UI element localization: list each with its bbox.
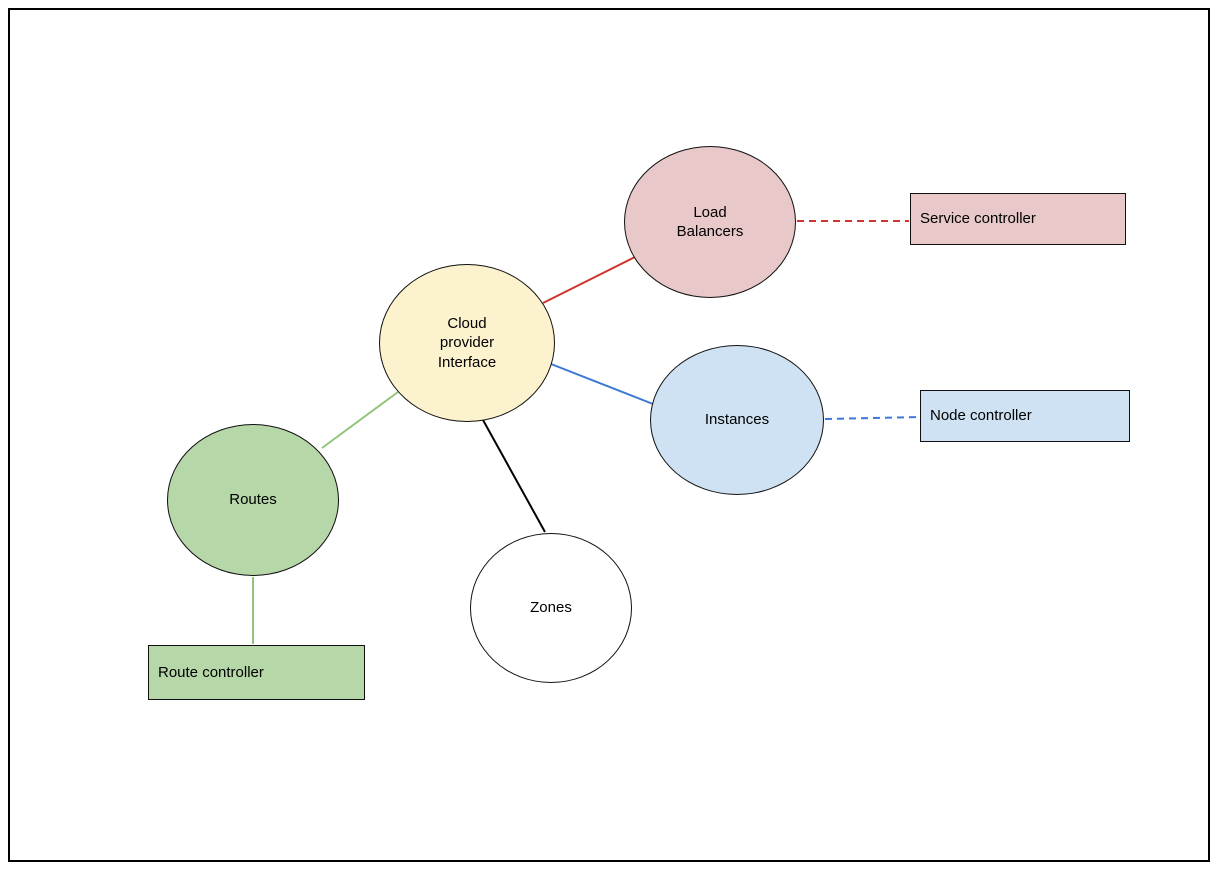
node-node-controller-label: Node controller: [930, 407, 1032, 425]
node-instances-label: Instances: [704, 411, 770, 429]
node-zones-label: Zones: [530, 599, 572, 617]
node-node-controller: Node controller: [920, 390, 1130, 442]
node-instances: Instances: [650, 345, 824, 495]
edge-instances-node-controller: [824, 416, 920, 420]
node-route-controller: Route controller: [148, 645, 365, 700]
node-routes-label: Routes: [229, 491, 277, 509]
edge-cloud-instances: [550, 363, 654, 405]
node-routes: Routes: [167, 424, 339, 576]
node-cloud-provider-interface-label: Cloud provider Interface: [437, 314, 497, 371]
node-load-balancers-label: Load Balancers: [676, 203, 744, 241]
node-load-balancers: Load Balancers: [624, 146, 796, 298]
edge-cloud-routes: [321, 391, 399, 449]
edge-cloud-zones: [482, 419, 546, 533]
node-cloud-provider-interface: Cloud provider Interface: [379, 264, 555, 422]
node-zones: Zones: [470, 533, 632, 683]
node-route-controller-label: Route controller: [158, 663, 264, 681]
node-service-controller: Service controller: [910, 193, 1126, 245]
node-service-controller-label: Service controller: [920, 210, 1036, 228]
diagram-border: [8, 8, 1210, 862]
edge-cloud-load-balancers: [542, 255, 638, 304]
